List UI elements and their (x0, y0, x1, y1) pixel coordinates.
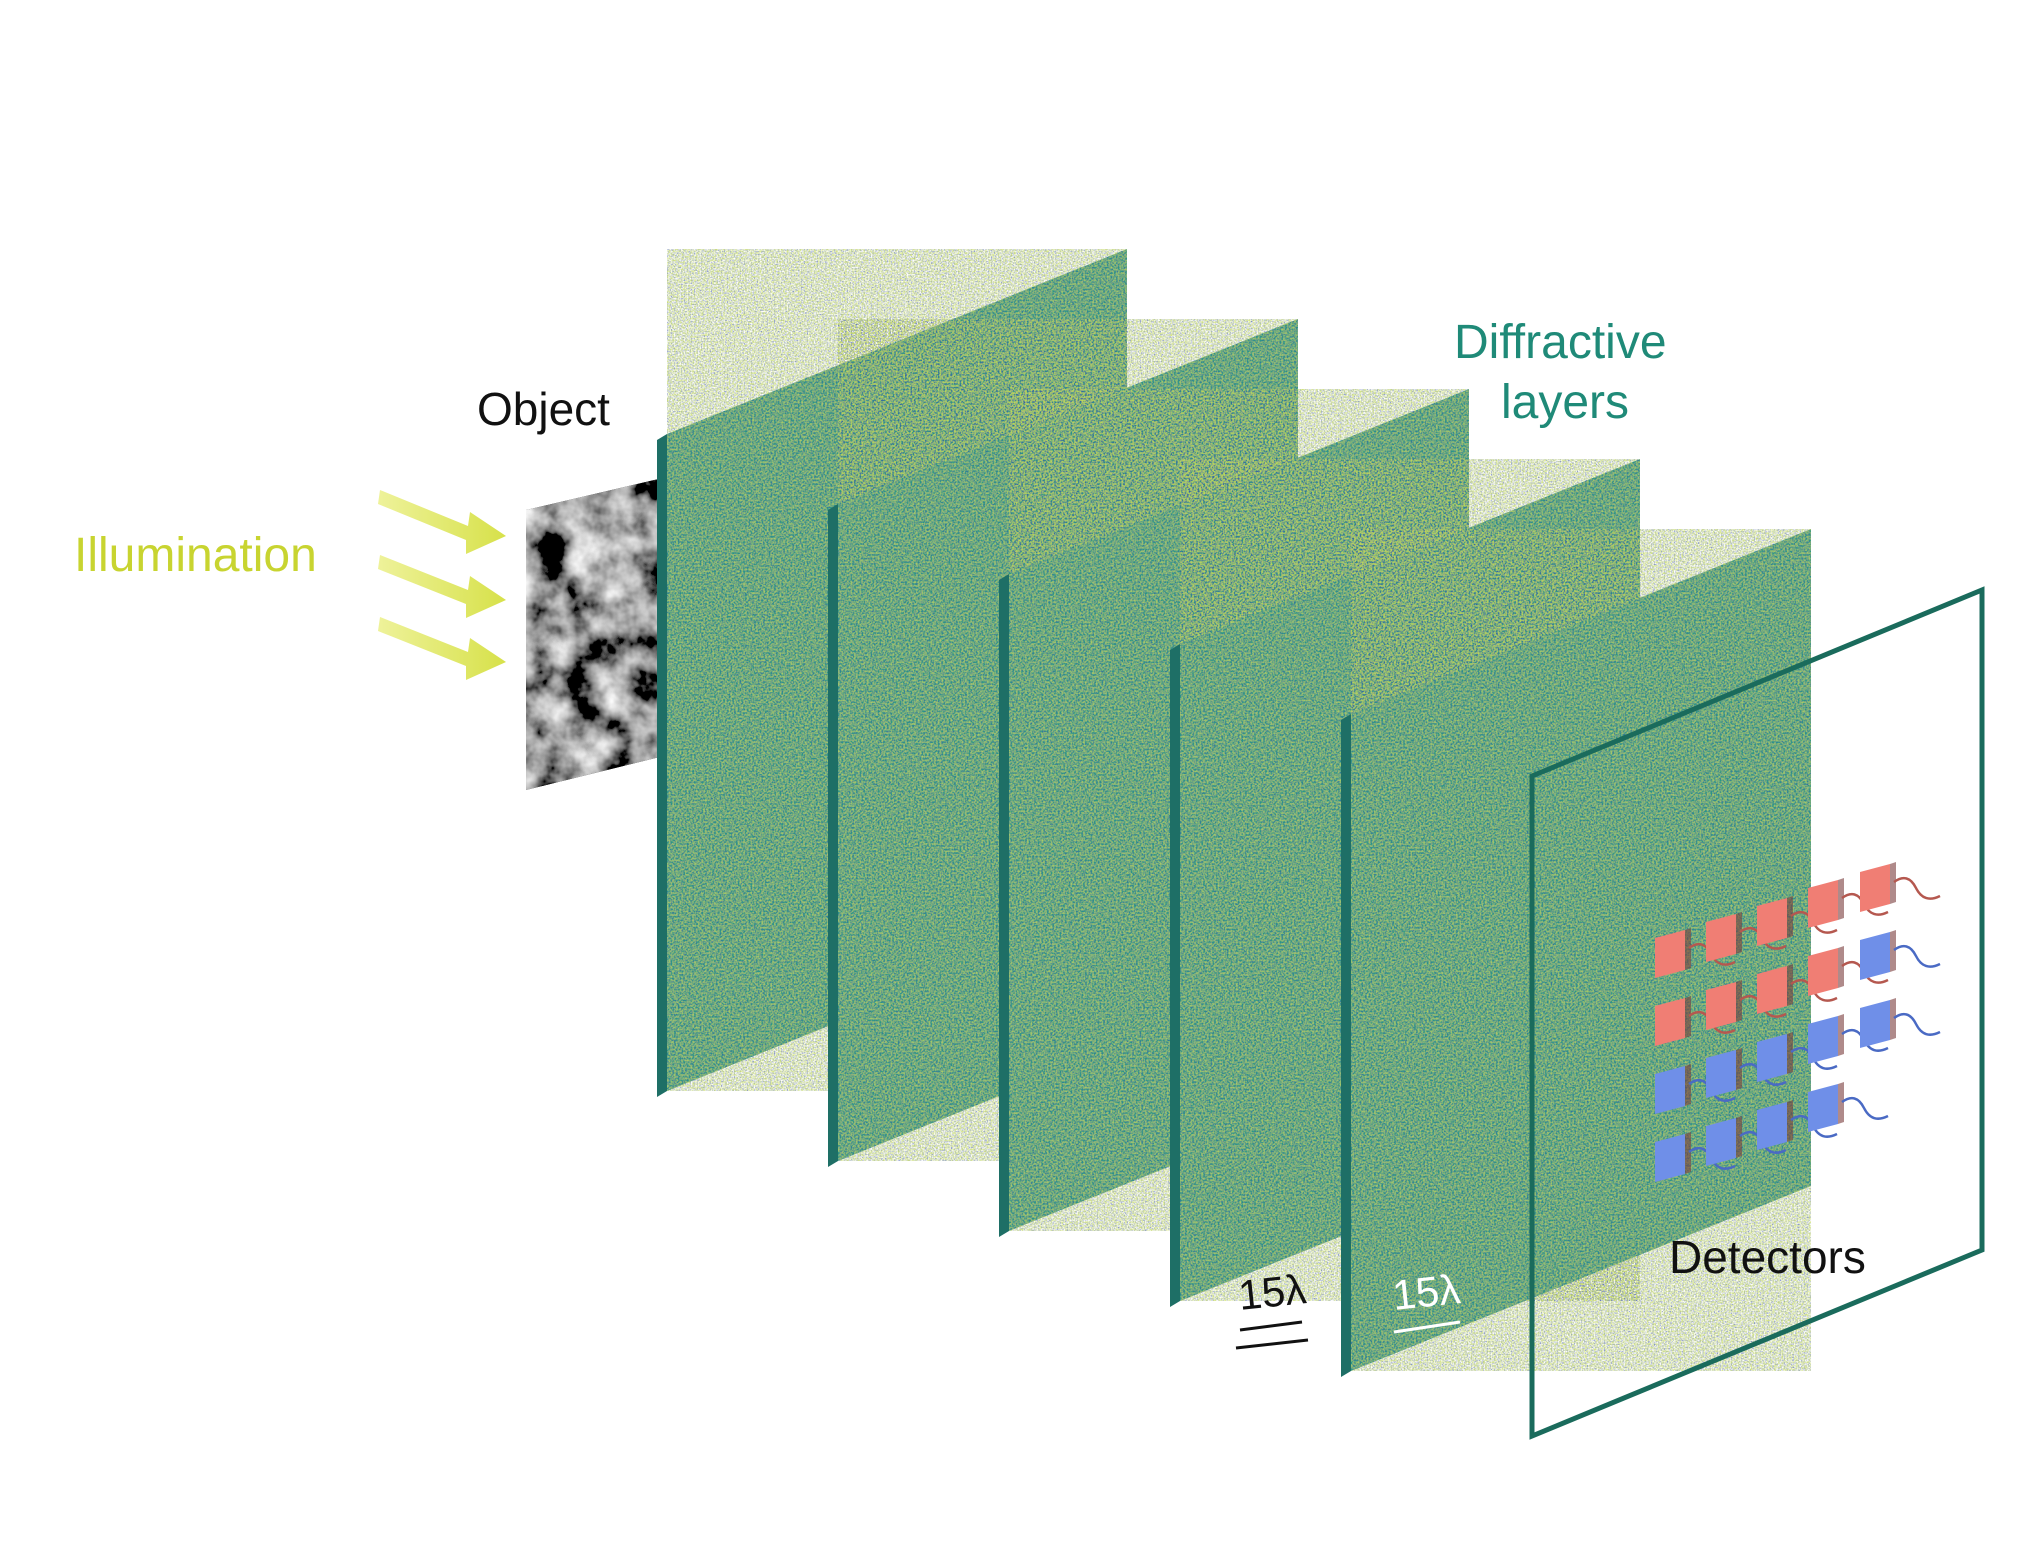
scale-bar-label-1: 15λ (1236, 1265, 1308, 1319)
illumination-label: Illumination (74, 529, 317, 582)
detector-red (1655, 928, 1736, 978)
diffractive-layers (657, 249, 1811, 1377)
detector-blue (1808, 1082, 1889, 1132)
detector-blue (1860, 930, 1941, 980)
diffractive-layer (1341, 529, 1811, 1377)
scale-bar-1: 15λ (1235, 1265, 1308, 1350)
detector-array (1655, 862, 1941, 1182)
detector-blue (1757, 1100, 1838, 1150)
detector-plane (1529, 586, 1985, 1440)
detector-blue (1808, 1014, 1889, 1064)
detector-blue (1757, 1032, 1838, 1082)
scale-bar-label-2: 15λ (1390, 1265, 1462, 1319)
detector-red (1706, 912, 1787, 962)
illumination-arrows (378, 490, 506, 680)
scale-bar-2: 15λ (1390, 1265, 1462, 1334)
detector-blue (1706, 1048, 1787, 1098)
detector-blue (1655, 1132, 1736, 1182)
detectors-label: Detectors (1669, 1231, 1866, 1283)
object-image (526, 474, 680, 790)
object-label: Object (477, 383, 610, 435)
detector-blue (1860, 998, 1941, 1048)
diffractive-label-line1: Diffractive (1454, 316, 1667, 369)
diffractive-label-line2: layers (1501, 376, 1629, 429)
arrow-right-icon (378, 555, 506, 618)
detector-red (1757, 896, 1838, 946)
detector-red (1860, 862, 1941, 912)
arrow-right-icon (378, 617, 506, 680)
arrow-right-icon (378, 490, 506, 554)
